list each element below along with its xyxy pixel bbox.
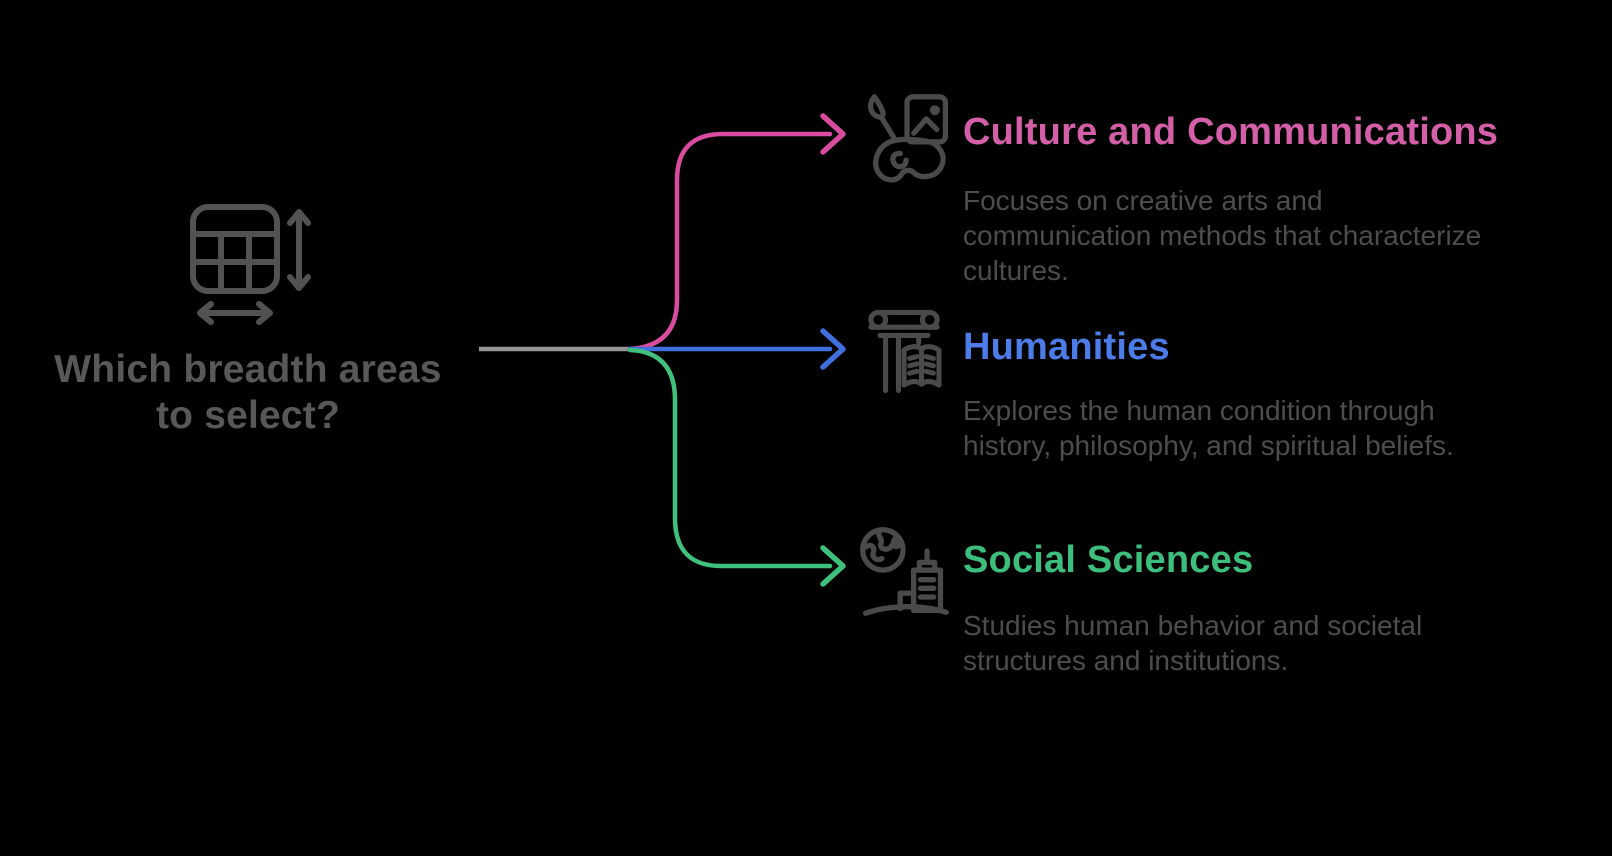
description-line: history, philosophy, and spiritual belie… [963, 430, 1454, 461]
branch-curve-culture [627, 113, 846, 352]
center-title-line: Which breadth areas [54, 348, 442, 391]
arrowhead-culture-icon [820, 113, 846, 155]
center-node-title: Which breadth areas to select? [23, 347, 473, 439]
branch-curve-social [627, 347, 846, 587]
description-line: cultures. [963, 255, 1069, 286]
description-line: structures and institutions. [963, 645, 1289, 676]
art-palette-icon [868, 94, 949, 183]
globe-building-icon [860, 527, 949, 616]
table-resize-icon [190, 204, 311, 325]
description-line: communication methods that characterize [963, 220, 1482, 251]
branch-curve-humanities [627, 328, 846, 370]
branch-title-social: Social Sciences [963, 539, 1254, 581]
description-line: Studies human behavior and societal [963, 610, 1423, 641]
arrowhead-humanities-icon [820, 328, 846, 370]
branch-description-social: Studies human behavior and societal stru… [963, 608, 1422, 678]
branch-description-humanities: Explores the human condition through his… [963, 393, 1454, 463]
center-title-line: to select? [155, 394, 341, 437]
description-line: Focuses on creative arts and [963, 185, 1323, 216]
branch-title-culture: Culture and Communications [963, 111, 1499, 153]
description-line: Explores the human condition through [963, 395, 1435, 426]
branch-title-humanities: Humanities [963, 326, 1170, 368]
branch-description-culture: Focuses on creative arts and communicati… [963, 183, 1481, 288]
arrowhead-social-icon [820, 545, 846, 587]
column-book-icon [868, 309, 942, 394]
